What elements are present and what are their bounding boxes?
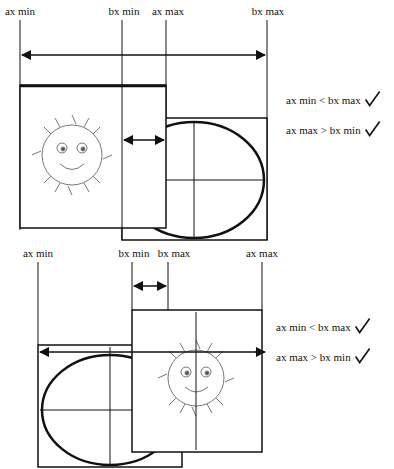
- bound-label: ax max: [246, 248, 278, 259]
- condition-text: ax min < bx max: [286, 95, 361, 106]
- bound-label: bx max: [252, 6, 285, 17]
- check-mark: [356, 319, 370, 333]
- condition-text: ax max > bx min: [276, 352, 351, 363]
- bound-label: bx min: [109, 6, 140, 17]
- condition-text: ax min < bx max: [276, 322, 351, 333]
- check-mark: [366, 122, 380, 136]
- bound-label: bx max: [158, 248, 191, 259]
- check-mark: [356, 349, 370, 363]
- bound-label: ax max: [152, 6, 184, 17]
- condition-text: ax max > bx min: [286, 125, 361, 136]
- bound-label: ax min: [5, 6, 35, 17]
- check-mark: [366, 92, 380, 106]
- bound-label: bx min: [119, 248, 150, 259]
- bound-label: ax min: [23, 248, 53, 259]
